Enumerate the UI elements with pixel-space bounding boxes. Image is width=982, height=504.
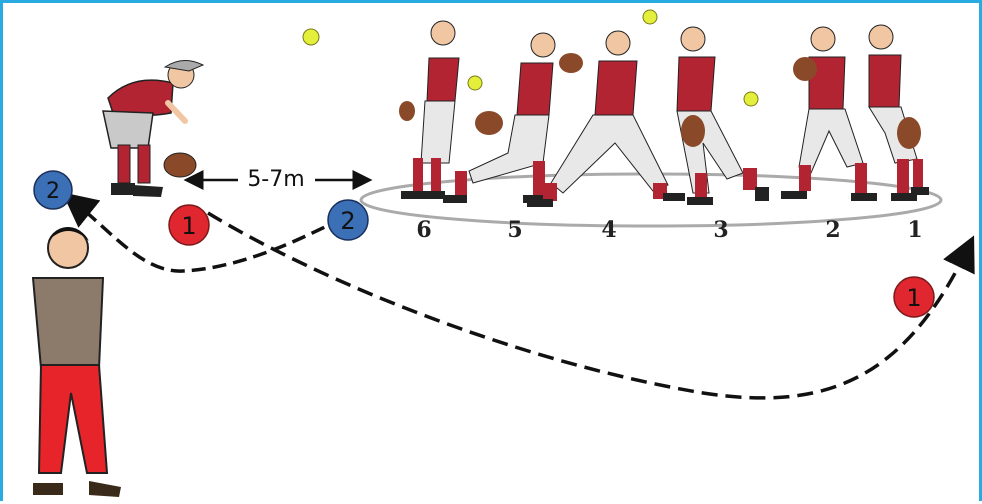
- marker-label: 1: [906, 284, 921, 312]
- pitcher-phase-3: [676, 26, 769, 205]
- diagram-canvas: 5-7m: [31, 9, 975, 497]
- pitcher-phase-5: [443, 32, 556, 203]
- pitcher-phase-1: [868, 24, 929, 201]
- marker-blue-2-mid: 2: [327, 199, 369, 241]
- pitcher-phase-6: [399, 20, 460, 199]
- phase-number-5: 5: [507, 217, 522, 243]
- phase-number-6: 6: [416, 217, 431, 243]
- phase-number-4: 4: [601, 217, 616, 243]
- catcher-figure: [102, 60, 205, 197]
- phase-number-1: 1: [907, 217, 922, 243]
- pitcher-phase-4: [527, 9, 685, 207]
- path-player-2: [62, 192, 344, 273]
- marker-red-1-right: 1: [893, 276, 935, 318]
- marker-blue-2-left: 2: [33, 170, 73, 210]
- phase-numbers: 6 5 4 3 2 1: [416, 217, 922, 243]
- marker-label: 1: [181, 212, 196, 240]
- marker-red-1-left: 1: [168, 204, 210, 246]
- path-player-1: [207, 211, 975, 400]
- phase-number-3: 3: [713, 217, 728, 243]
- coach-figure: [31, 227, 121, 497]
- catcher-glove: [163, 152, 197, 178]
- softball-in-air: [302, 28, 320, 46]
- marker-label: 2: [46, 179, 60, 204]
- distance-label: 5-7m: [247, 167, 304, 192]
- pitcher-phase-2: [781, 26, 877, 201]
- marker-label: 2: [340, 207, 355, 235]
- phase-number-2: 2: [825, 217, 840, 243]
